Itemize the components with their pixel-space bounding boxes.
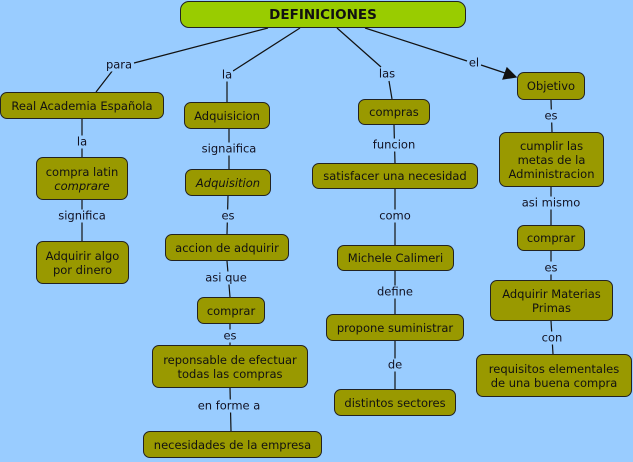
link-label-la: la <box>220 67 234 82</box>
link-line <box>388 80 393 100</box>
concept-comprar[interactable]: comprar <box>197 297 265 324</box>
link-label-es: es <box>543 108 559 123</box>
concept-compras[interactable]: compras <box>358 99 430 125</box>
link-label-para: para <box>104 57 134 72</box>
link-label-asi-mismo: asi mismo <box>520 195 582 210</box>
link-label-como: como <box>378 208 412 223</box>
link-label-la: la <box>75 134 89 149</box>
link-label-es: es <box>222 328 238 343</box>
concept-materias-primas[interactable]: Adquirir Materias Primas <box>490 280 613 321</box>
link-label-asi-que: asi que <box>204 270 248 285</box>
concept-satisfacer[interactable]: satisfacer una necesidad <box>312 163 478 189</box>
concept-adquirir-algo[interactable]: Adquirir algo por dinero <box>36 241 129 284</box>
link-label-las: las <box>377 66 397 81</box>
concept-adquisition[interactable]: Adquisition <box>185 169 271 196</box>
concept-comprar-2[interactable]: comprar <box>517 225 585 251</box>
concept-necesidades[interactable]: necesidades de la empresa <box>143 431 322 458</box>
concept-objetivo[interactable]: Objetivo <box>517 72 585 100</box>
concept-text: compra latin <box>45 164 119 179</box>
arrow-head-icon <box>502 66 518 80</box>
concept-distintos-sectores[interactable]: distintos sectores <box>334 389 456 416</box>
link-label-es: es <box>220 208 236 223</box>
link-label-define: define <box>376 284 414 299</box>
link-label-de: de <box>386 357 404 372</box>
concept-text-italic: comprare <box>54 178 110 193</box>
concept-requisitos[interactable]: requisitos elementales de una buena comp… <box>476 354 632 397</box>
concept-cumplir-metas[interactable]: cumplir las metas de la Administracion <box>499 132 604 187</box>
link-line <box>364 27 468 62</box>
link-line <box>133 27 269 64</box>
link-label-es: es <box>543 260 559 275</box>
link-label-funcion: funcion <box>371 137 417 152</box>
link-line <box>336 27 382 68</box>
concept-adquisicion[interactable]: Adquisicion <box>184 102 270 129</box>
link-line <box>480 64 509 75</box>
concept-accion-de-adquirir[interactable]: accion de adquirir <box>165 234 289 261</box>
concept-michele[interactable]: Michele Calimeri <box>337 245 454 271</box>
link-label-en-forme-a: en forme a <box>196 398 262 413</box>
concept-reponsable[interactable]: reponsable de efectuar todas las compras <box>152 345 308 388</box>
link-line <box>95 69 114 93</box>
link-label-signaifica: signaifica <box>200 141 258 156</box>
link-label-significa: significa <box>57 208 107 223</box>
link-label-el: el <box>467 55 481 70</box>
root-concept-definiciones[interactable]: DEFINICIONES <box>180 1 466 28</box>
concept-compra-latin[interactable]: compra latin comprare <box>36 157 128 200</box>
concept-real-academia[interactable]: Real Academia Española <box>0 92 164 119</box>
link-label-con: con <box>540 330 564 345</box>
link-line <box>232 27 301 72</box>
concept-propone[interactable]: propone suministrar <box>326 314 464 341</box>
